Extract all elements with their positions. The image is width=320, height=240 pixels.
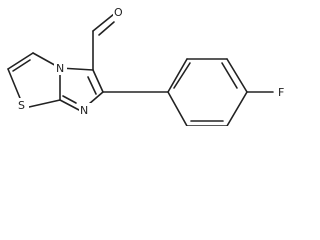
bond-ar-4 [226,91,248,126]
atom-bg-o [113,5,125,19]
bond-ar-inner-1 [173,62,191,89]
thiazole-ring [7,52,61,108]
bond-c6-n [88,91,104,105]
atom-sulfur: S [18,99,25,112]
atom-oxygen: O [114,6,123,19]
structure-diagram: O N S N F [7,5,288,126]
bond-c5-c6 [92,69,104,93]
atom-bg-n-ring [79,103,92,117]
atom-bg-s [17,98,29,112]
bond-n-c7a-inner [62,95,77,104]
bond-ar-1 [167,58,188,93]
bond-s-c7a [28,99,61,108]
bond-ch-s [7,68,23,104]
bond-cho-double-o-1 [92,13,115,32]
atom-nitrogen-bridge: N [56,62,64,75]
atom-bg-f [276,85,288,99]
bond-ch-ch-double [7,52,34,70]
fluorophenyl-ring [167,58,248,126]
atom-fluorine: F [278,86,284,99]
atom-nitrogen-ring: N [80,104,88,117]
bond-n-c7a [59,99,80,111]
bond-cho-double-o-2 [98,21,115,36]
bond-ar-inner-2 [221,62,238,89]
bond-ar-3 [226,58,248,93]
bond-ch-ch-inner [12,59,31,72]
atom-bg-n-bridge [54,61,67,75]
bond-c5-c6-inner [87,76,97,95]
aldehyde-group [92,13,115,71]
bond-ar-6 [167,91,188,126]
